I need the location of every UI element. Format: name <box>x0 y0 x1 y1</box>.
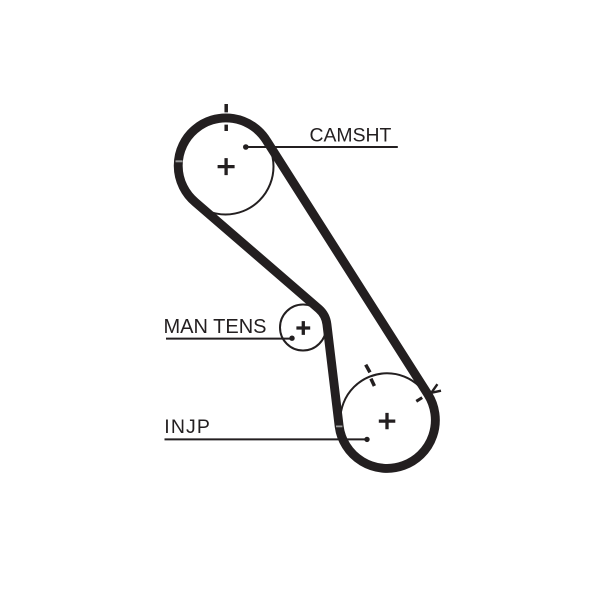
svg-text:INJP: INJP <box>164 416 211 438</box>
svg-text:CAMSHT: CAMSHT <box>310 125 392 147</box>
svg-text:MAN TENS: MAN TENS <box>164 316 267 338</box>
